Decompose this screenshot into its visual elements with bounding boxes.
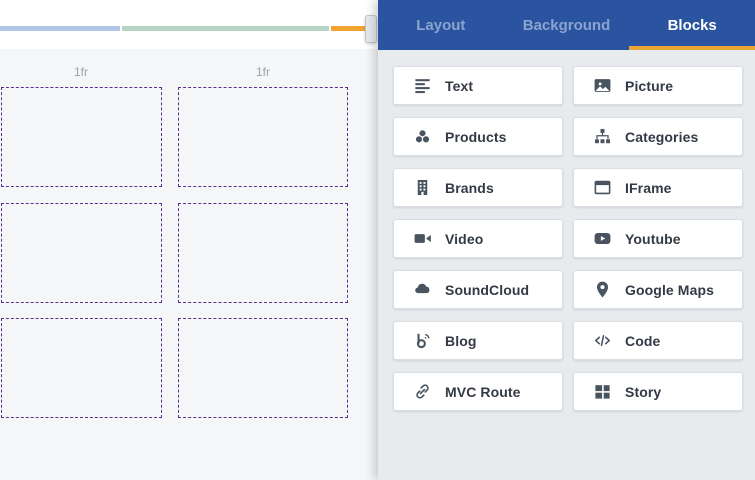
block-button-story[interactable]: Story <box>573 372 743 411</box>
column-track-segment-blue <box>0 26 120 31</box>
soundcloud-icon <box>413 280 432 299</box>
layout-canvas: 1fr 1fr <box>0 15 379 480</box>
grid-cell[interactable] <box>178 318 348 418</box>
block-button-categories[interactable]: Categories <box>573 117 743 156</box>
grid-cell[interactable] <box>1 203 162 303</box>
block-label: Video <box>445 230 484 247</box>
picture-icon <box>593 76 612 95</box>
brands-icon <box>413 178 432 197</box>
block-label: Text <box>445 77 474 94</box>
block-label: IFrame <box>625 179 672 196</box>
block-button-youtube[interactable]: Youtube <box>573 219 743 258</box>
block-label: Youtube <box>625 230 681 247</box>
mvc-route-icon <box>413 382 432 401</box>
block-label: MVC Route <box>445 383 521 400</box>
google-maps-icon <box>593 280 612 299</box>
block-button-code[interactable]: Code <box>573 321 743 360</box>
block-button-products[interactable]: Products <box>393 117 563 156</box>
code-icon <box>593 331 612 350</box>
column-size-label: 1fr <box>73 65 88 79</box>
block-label: Google Maps <box>625 281 714 298</box>
blog-icon <box>413 331 432 350</box>
panel-tab-bar: Layout Background Blocks <box>378 0 755 50</box>
block-label: Categories <box>625 128 699 145</box>
story-icon <box>593 382 612 401</box>
grid-cell[interactable] <box>1 87 162 187</box>
block-button-google-maps[interactable]: Google Maps <box>573 270 743 309</box>
grid-cell[interactable] <box>178 203 348 303</box>
track-resize-handle[interactable] <box>365 15 377 43</box>
youtube-icon <box>593 229 612 248</box>
column-track-segment-green <box>122 26 329 31</box>
block-label: Picture <box>625 77 674 94</box>
iframe-icon <box>593 178 612 197</box>
block-label: Code <box>625 332 661 349</box>
block-label: Story <box>625 383 662 400</box>
block-button-mvc-route[interactable]: MVC Route <box>393 372 563 411</box>
block-button-picture[interactable]: Picture <box>573 66 743 105</box>
tab-layout[interactable]: Layout <box>416 16 466 34</box>
block-button-soundcloud[interactable]: SoundCloud <box>393 270 563 309</box>
products-icon <box>413 127 432 146</box>
grid-cell[interactable] <box>1 318 162 418</box>
block-button-brands[interactable]: Brands <box>393 168 563 207</box>
block-button-text[interactable]: Text <box>393 66 563 105</box>
video-icon <box>413 229 432 248</box>
block-label: Products <box>445 128 507 145</box>
column-track-segment-orange <box>331 26 367 31</box>
tab-blocks[interactable]: Blocks <box>629 0 755 50</box>
block-button-blog[interactable]: Blog <box>393 321 563 360</box>
grid-canvas-background <box>0 49 379 480</box>
categories-icon <box>593 127 612 146</box>
block-label: SoundCloud <box>445 281 530 298</box>
block-button-iframe[interactable]: IFrame <box>573 168 743 207</box>
text-icon <box>413 76 432 95</box>
grid-cell[interactable] <box>178 87 348 187</box>
block-button-video[interactable]: Video <box>393 219 563 258</box>
tab-background[interactable]: Background <box>522 16 611 34</box>
column-size-label: 1fr <box>255 65 270 79</box>
block-label: Brands <box>445 179 494 196</box>
block-label: Blog <box>445 332 477 349</box>
